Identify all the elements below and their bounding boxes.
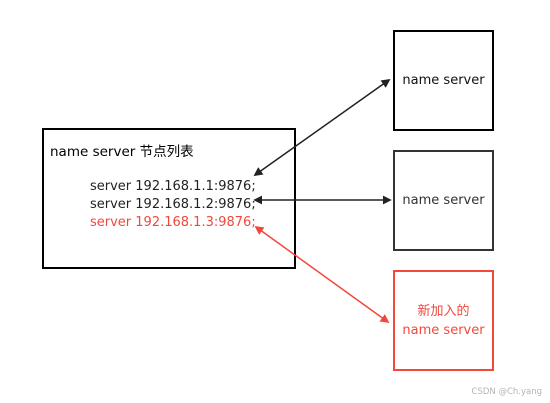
new-name-server-box: 新加入的 name server	[393, 270, 494, 371]
name-server-top-label: name server	[402, 73, 485, 88]
watermark: CSDN @Ch.yang	[471, 387, 542, 397]
node-list-box: name server 节点列表 server 192.168.1.1:9876…	[42, 128, 296, 269]
node-entry-3-new: server 192.168.1.3:9876;	[90, 215, 256, 230]
node-list-title: name server 节点列表	[50, 144, 194, 160]
node-entry-1: server 192.168.1.1:9876;	[90, 179, 256, 194]
node-list-entries: server 192.168.1.1:9876; server 192.168.…	[90, 178, 256, 232]
new-name-server-label-line1: 新加入的	[417, 303, 470, 319]
name-server-middle-label: name server	[402, 193, 485, 208]
node-entry-2: server 192.168.1.2:9876;	[90, 197, 256, 212]
name-server-box-middle: name server	[393, 150, 494, 251]
new-name-server-label-line2: name server	[402, 322, 485, 338]
name-server-box-top: name server	[393, 30, 494, 131]
